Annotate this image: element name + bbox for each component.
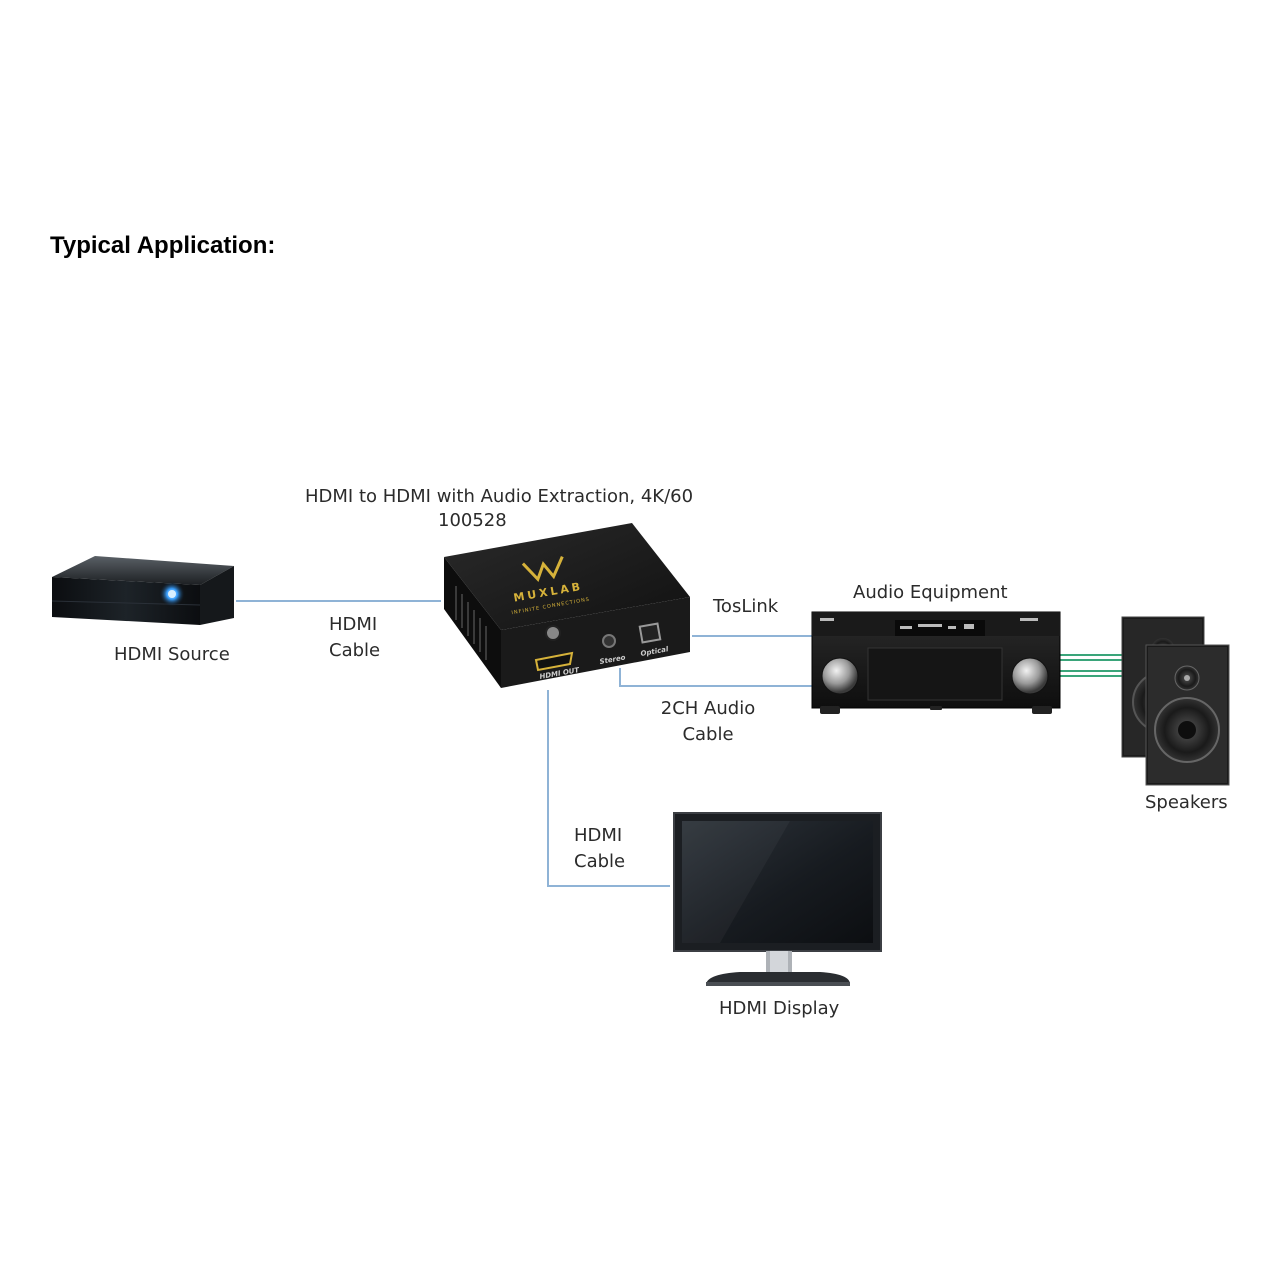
audio-cable-label-line2: Cable xyxy=(682,724,734,745)
stereo-port xyxy=(602,634,616,648)
hdmi-out-port xyxy=(534,651,574,672)
muxlab-converter-device: MUXLAB INFINITE CONNECTIONS HDMI OUT Ste… xyxy=(444,523,690,688)
optical-port xyxy=(638,622,662,644)
hdmi-cable-label-1-line2: Cable xyxy=(329,640,381,661)
hdmi-source-label: HDMI Source xyxy=(114,644,230,665)
audio-cable-label-line1: 2CH Audio xyxy=(660,698,756,719)
hdmi-cable-label-2-line2: Cable xyxy=(574,851,626,872)
toslink-label: TosLink xyxy=(713,596,779,617)
power-port xyxy=(545,625,561,641)
hdmi-cable-label-2-line1: HDMI xyxy=(574,825,623,846)
audio-receiver-device xyxy=(811,611,1061,714)
speaker-front xyxy=(1145,644,1230,786)
hdmi-display-device xyxy=(673,812,882,986)
page-heading: Typical Application: xyxy=(50,232,276,259)
device-title: HDMI to HDMI with Audio Extraction, 4K/6… xyxy=(305,486,694,507)
hdmi-display-label: HDMI Display xyxy=(719,998,840,1019)
audio-equipment-label: Audio Equipment xyxy=(853,582,1008,603)
hdmi-cable-display-line xyxy=(547,690,670,887)
hdmi-source-device xyxy=(51,556,234,625)
hdmi-cable-label-1-line1: HDMI xyxy=(329,614,378,635)
speakers-label: Speakers xyxy=(1145,792,1228,813)
device-model: 100528 xyxy=(438,510,507,531)
audio-2ch-cable-line xyxy=(619,668,812,687)
